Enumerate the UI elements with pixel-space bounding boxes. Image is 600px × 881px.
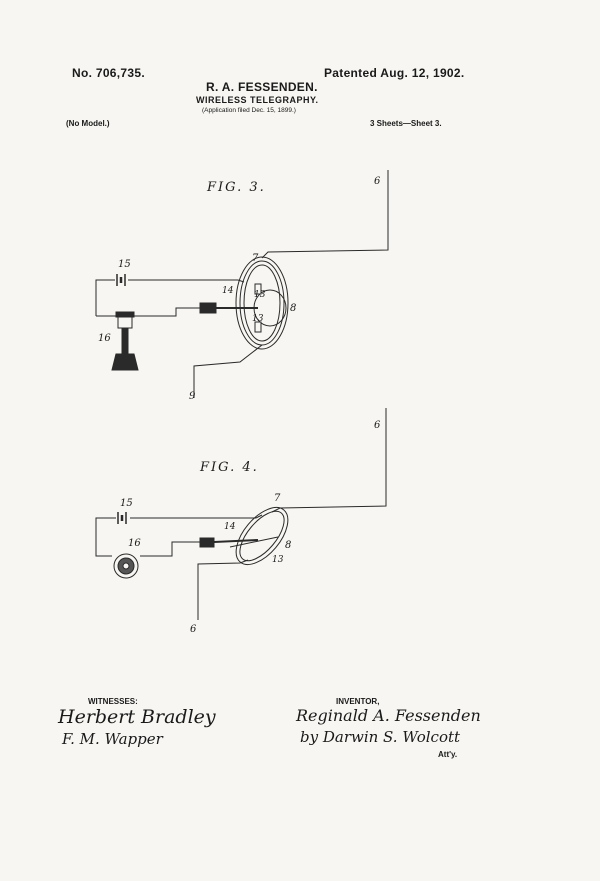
patent-number: No. 706,735. <box>72 66 145 80</box>
fig4-rod-link <box>229 536 279 548</box>
fig3-terminal-bottom <box>254 321 262 333</box>
fig4-ref-7: 7 <box>274 493 281 504</box>
fig3-antenna-wire <box>261 170 389 259</box>
fig4-ground-wire <box>197 559 249 620</box>
fig4-ref-14: 14 <box>224 522 236 532</box>
attorney-abbrev: Att'y. <box>438 750 458 759</box>
fig3-wire-a <box>132 307 196 317</box>
fig4-ref-8: 8 <box>285 540 292 551</box>
fig3-wire-c <box>128 279 245 283</box>
fig3-telephone <box>111 311 139 371</box>
fig4-ref-13: 13 <box>272 555 284 565</box>
fig3-coil-mid <box>239 260 285 346</box>
fig4-coil-outer <box>235 507 289 565</box>
fig3-terminal-top <box>254 283 262 295</box>
fig3-coil-inner <box>243 264 281 342</box>
fig4-ref-16: 16 <box>128 538 141 549</box>
fig3-ref-16: 16 <box>98 333 111 344</box>
fig3-ref-7: 7 <box>252 253 259 264</box>
fig4-ref-15: 15 <box>120 498 133 509</box>
fig4-ref-6: 6 <box>374 420 381 431</box>
fig4-ref-ground: 6 <box>190 624 197 635</box>
witness-signature-1: Herbert Bradley <box>58 706 216 728</box>
fig3-ref-13-top: 13 <box>254 290 266 300</box>
fig4-barretter <box>199 537 215 548</box>
fig3-wire-b <box>95 279 115 316</box>
fig4-diagram <box>95 408 387 620</box>
fig3-coil-outer <box>235 256 289 350</box>
patent-date: Patented Aug. 12, 1902. <box>324 66 465 80</box>
fig3-label: FIG. 3. <box>207 180 266 195</box>
fig3-diagram <box>95 170 389 398</box>
fig3-ref-14: 14 <box>222 286 234 296</box>
fig3-ref-15: 15 <box>118 259 131 270</box>
attorney-signature: by Darwin S. Wolcott <box>300 728 461 746</box>
fig4-receiver <box>113 553 139 579</box>
fig4-wire-c <box>130 514 263 519</box>
fig4-antenna-wire <box>271 408 387 513</box>
fig4-label: FIG. 4. <box>200 460 259 475</box>
fig3-ref-8: 8 <box>290 303 297 314</box>
fig3-ref-9: 9 <box>189 391 196 402</box>
fig3-barretter <box>199 302 217 314</box>
fig4-wire-b <box>95 517 116 557</box>
model-note: (No Model.) <box>66 119 110 128</box>
sheet-count: 3 Sheets—Sheet 3. <box>370 119 442 128</box>
fig4-coil-inner <box>239 510 285 562</box>
application-filed: (Application filed Dec. 15, 1899.) <box>202 107 296 114</box>
witnesses-label: WITNESSES: <box>88 697 138 706</box>
patent-title: WIRELESS TELEGRAPHY. <box>196 95 319 105</box>
fig3-ref-6: 6 <box>374 176 381 187</box>
fig3-ref-13-bottom: 13 <box>252 314 264 324</box>
inventor-name: R. A. FESSENDEN. <box>206 80 318 94</box>
fig4-wire-a <box>140 541 200 557</box>
fig3-ground-wire <box>193 344 263 398</box>
inventor-label: INVENTOR, <box>336 697 380 706</box>
witness-signature-2: F. M. Wapper <box>62 730 163 748</box>
fig4-barretter-rod <box>213 539 259 543</box>
inventor-signature: Reginald A. Fessenden <box>296 706 481 725</box>
